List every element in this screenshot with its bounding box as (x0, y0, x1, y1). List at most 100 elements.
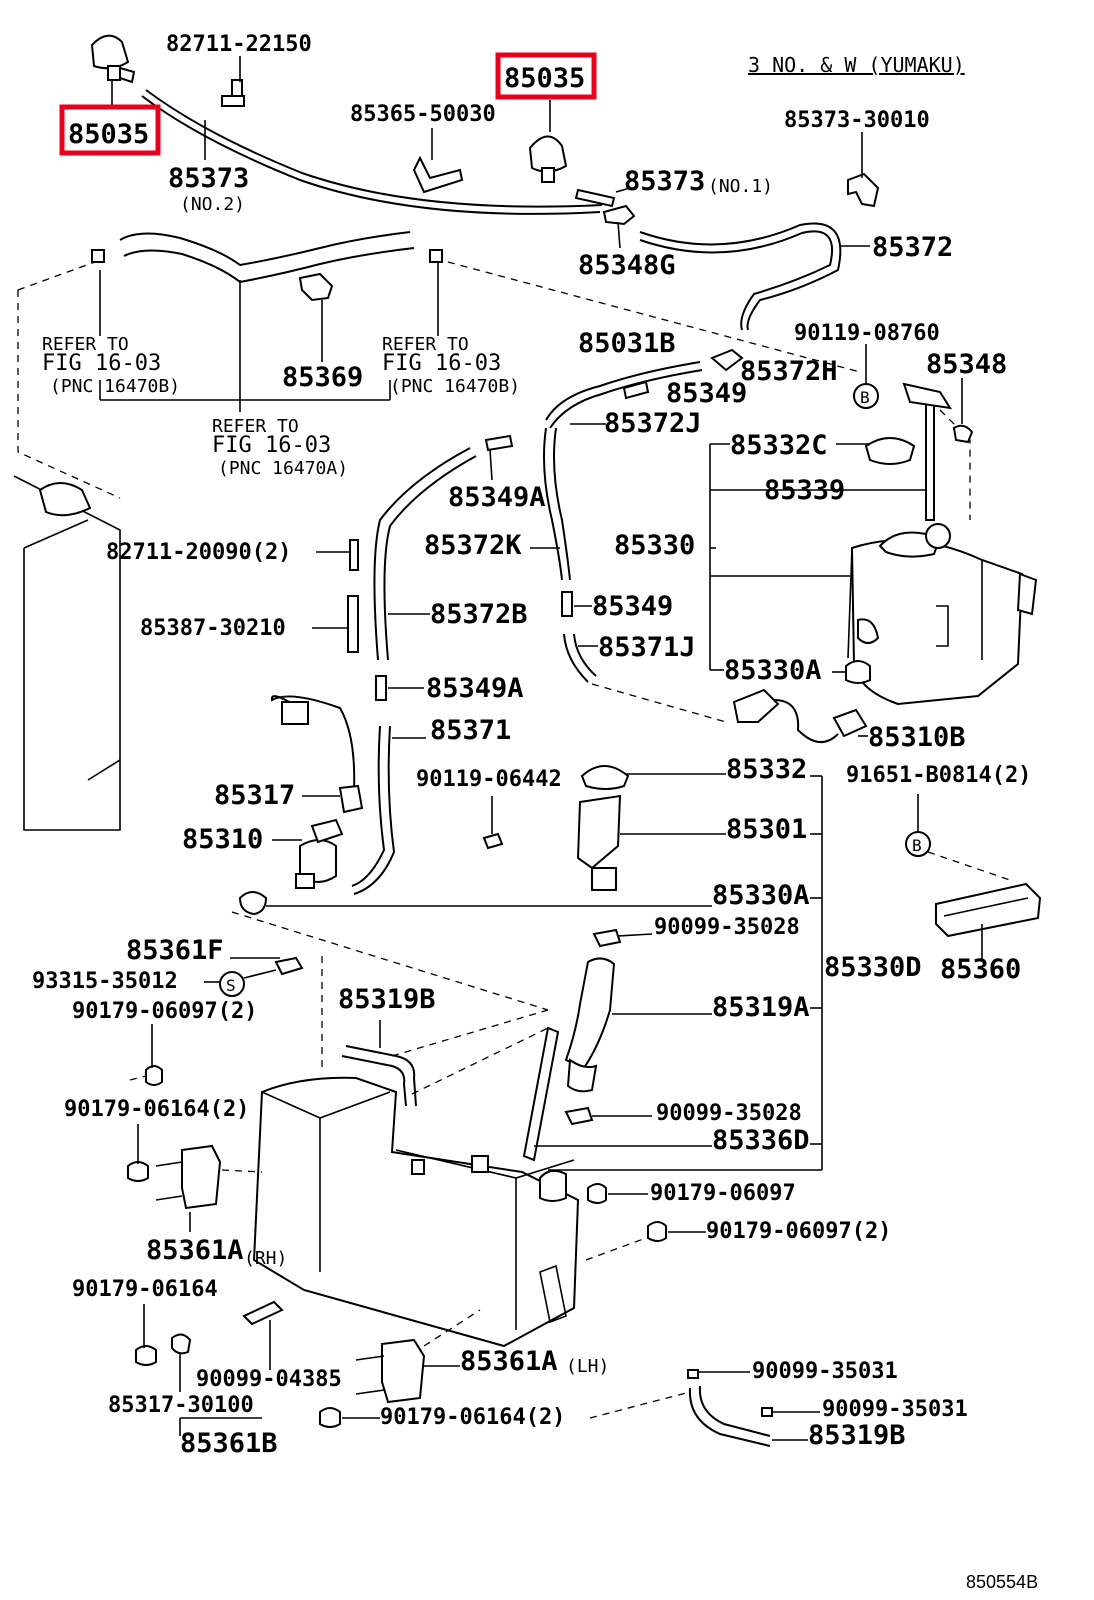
fastener-82711-20090 (349, 539, 359, 571)
cap-85332 (580, 765, 630, 790)
footer-code: 850554B (966, 1572, 1038, 1592)
refer-center-3: (PNC 16470A) (218, 458, 348, 479)
nut-90179-06097 (587, 1183, 607, 1204)
hose-85373-no2 (141, 95, 601, 215)
label-rh: (RH) (244, 1248, 287, 1269)
label-85373-no2[interactable]: 85373 (168, 163, 249, 194)
label-85372k[interactable]: 85372K (424, 530, 522, 561)
label-85319b-bottom[interactable]: 85319B (808, 1420, 906, 1451)
nut-90179-06164-a (127, 1161, 149, 1182)
label-90099-04385[interactable]: 90099-04385 (196, 1367, 342, 1392)
label-85336d[interactable]: 85336D (712, 1125, 810, 1156)
pipe-85339 (925, 401, 935, 521)
bolt-90099-04385 (242, 1300, 284, 1326)
label-93315-35012[interactable]: 93315-35012 (32, 969, 178, 994)
label-no1: (NO.1) (708, 176, 773, 197)
label-85031b[interactable]: 85031B (578, 328, 676, 359)
label-82711-22150[interactable]: 82711-22150 (166, 32, 312, 57)
label-85349a-mid[interactable]: 85349A (426, 673, 524, 704)
label-85330a-mid[interactable]: 85330A (712, 880, 810, 911)
label-90099-35031-b[interactable]: 90099-35031 (822, 1397, 968, 1422)
label-85348g[interactable]: 85348G (578, 250, 676, 281)
hose-85372k (543, 427, 563, 581)
label-85360[interactable]: 85360 (940, 954, 1021, 985)
pump-85310 (272, 818, 344, 889)
label-85035-top[interactable]: 85035 (504, 63, 585, 94)
label-85372h[interactable]: 85372H (740, 356, 838, 387)
hose-85319b-top (345, 1045, 417, 1107)
label-85348[interactable]: 85348 (926, 349, 1007, 380)
clip-85387-30210 (347, 595, 359, 653)
nut-90179-06164-c (319, 1407, 341, 1428)
reservoir-tank-main (252, 1076, 580, 1348)
filler-neck-85301 (576, 794, 726, 891)
label-85330a-top[interactable]: 85330A (724, 655, 822, 686)
label-85339[interactable]: 85339 (764, 475, 845, 506)
label-91651-b0814[interactable]: 91651-B0814(2) (846, 763, 1031, 788)
label-85330d[interactable]: 85330D (824, 952, 922, 983)
label-85372j[interactable]: 85372J (604, 408, 702, 439)
label-85371j[interactable]: 85371J (598, 632, 696, 663)
hose-85372 (639, 222, 842, 331)
label-82711-20090[interactable]: 82711-20090(2) (106, 540, 291, 565)
clip-90099-35028-a (592, 928, 622, 948)
pump-85310b (591, 683, 868, 743)
label-85319b-top[interactable]: 85319B (338, 984, 436, 1015)
label-90179-06164[interactable]: 90179-06164 (72, 1277, 218, 1302)
clamp-85365-50030 (412, 155, 464, 194)
bracket-85361a-rh (155, 1144, 263, 1232)
label-85372b[interactable]: 85372B (430, 599, 528, 630)
label-85332[interactable]: 85332 (726, 754, 807, 785)
clip-82711-22150 (221, 79, 245, 107)
label-85371[interactable]: 85371 (430, 715, 511, 746)
label-lh: (LH) (566, 1356, 609, 1377)
highlight-85035-left (59, 104, 161, 156)
label-85301[interactable]: 85301 (726, 814, 807, 845)
label-90179-06097-2a[interactable]: 90179-06097(2) (72, 999, 257, 1024)
grommet-85317-30100 (171, 1333, 192, 1355)
label-85373-30010[interactable]: 85373-30010 (784, 108, 930, 133)
hose-85373-no1 (574, 188, 616, 208)
callout-b-top-text: B (860, 388, 870, 407)
label-85349-top[interactable]: 85349 (666, 378, 747, 409)
connector-85349-top (622, 380, 650, 400)
refer-right-1: REFER TO (382, 334, 469, 355)
label-85372[interactable]: 85372 (872, 232, 953, 263)
label-85349a-top[interactable]: 85349A (448, 482, 546, 513)
label-85361f[interactable]: 85361F (126, 935, 224, 966)
label-90179-06164-2a[interactable]: 90179-06164(2) (64, 1097, 249, 1122)
label-85317[interactable]: 85317 (214, 780, 295, 811)
label-90179-06097-2b[interactable]: 90179-06097(2) (706, 1219, 891, 1244)
refer-right-3: (PNC 16470B) (390, 376, 520, 397)
label-90099-35031-a[interactable]: 90099-35031 (752, 1359, 898, 1384)
label-85369[interactable]: 85369 (282, 362, 363, 393)
elbow-85348 (952, 424, 974, 444)
label-85035-left[interactable]: 85035 (68, 119, 149, 150)
label-85361b[interactable]: 85361B (180, 1428, 278, 1459)
clip-85361f (274, 956, 304, 976)
bracket-85361a-lh (355, 1309, 481, 1404)
label-85332c[interactable]: 85332C (730, 430, 828, 461)
label-85319a[interactable]: 85319A (712, 992, 810, 1023)
label-85310[interactable]: 85310 (182, 824, 263, 855)
label-90179-06097[interactable]: 90179-06097 (650, 1181, 796, 1206)
label-85361a-rh[interactable]: 85361A (146, 1235, 244, 1266)
joint-85031b (710, 348, 744, 372)
label-85365-50030[interactable]: 85365-50030 (350, 102, 496, 127)
label-85361a-lh[interactable]: 85361A (460, 1346, 558, 1377)
grommet-85330a-top (845, 660, 871, 684)
label-90119-08760[interactable]: 90119-08760 (794, 321, 940, 346)
label-85330[interactable]: 85330 (614, 530, 695, 561)
bracket-85360 (935, 882, 1042, 960)
connector-85349a-mid (375, 675, 387, 701)
label-90099-35028-a[interactable]: 90099-35028 (654, 915, 800, 940)
label-85387-30210[interactable]: 85387-30210 (140, 616, 286, 641)
label-90119-06442[interactable]: 90119-06442 (416, 767, 562, 792)
label-90179-06164-2b[interactable]: 90179-06164(2) (380, 1405, 565, 1430)
label-90099-35028-b[interactable]: 90099-35028 (656, 1101, 802, 1126)
label-85310b[interactable]: 85310B (868, 722, 966, 753)
label-85317-30100[interactable]: 85317-30100 (108, 1393, 254, 1418)
label-85373-no1[interactable]: 85373 (624, 166, 705, 197)
label-85349-mid[interactable]: 85349 (592, 591, 673, 622)
